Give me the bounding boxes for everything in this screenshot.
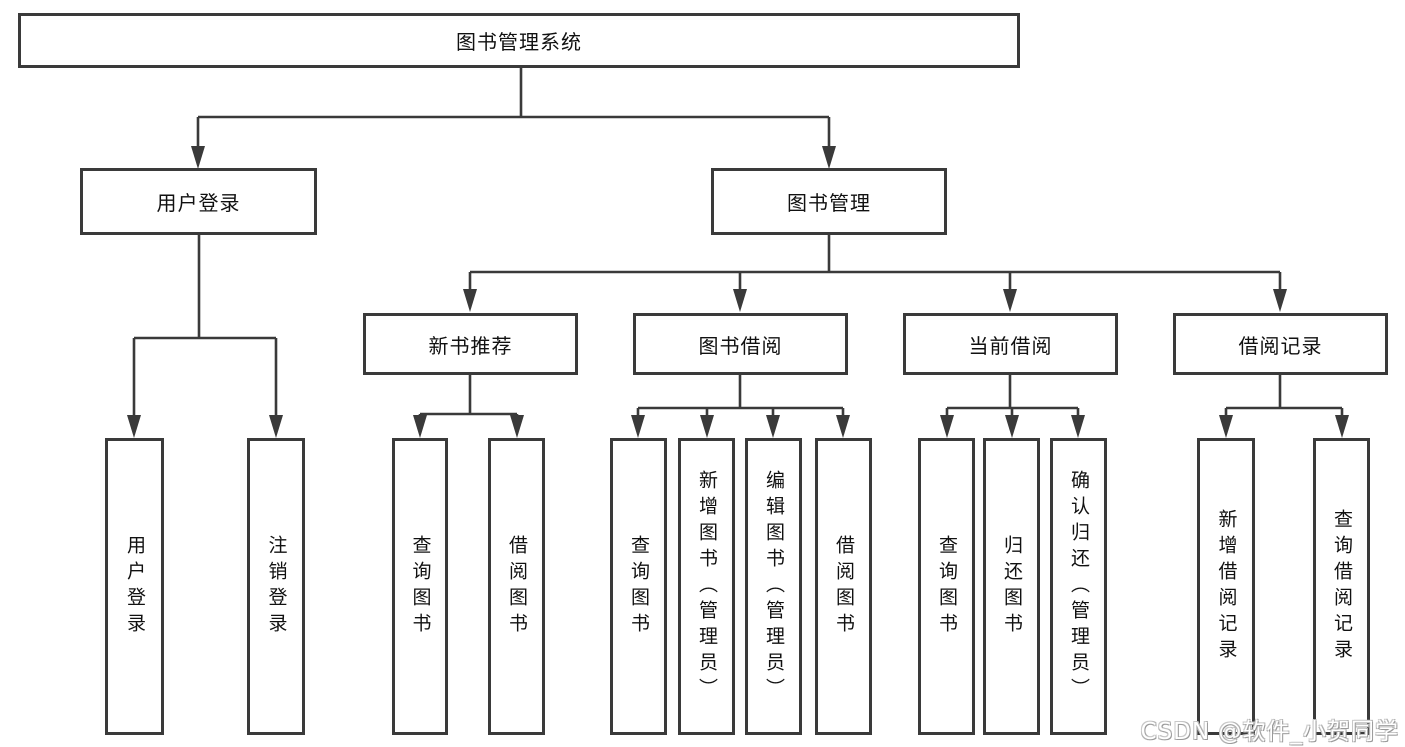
arrowhead-icon: [822, 146, 836, 169]
leaf-confirm-return-admin: 确认归还（管理员）: [1050, 438, 1107, 735]
arrowhead-icon: [1335, 415, 1349, 438]
leaf-query-borrow-record: 查询借阅记录: [1313, 438, 1370, 735]
leaf-add-borrow-record: 新增借阅记录: [1197, 438, 1255, 735]
arrowhead-icon: [1273, 289, 1287, 312]
arrowhead-icon: [191, 146, 205, 169]
leaf-user-login: 用户登录: [105, 438, 164, 735]
connector-book-mgmt: [468, 235, 1282, 294]
arrowhead-icon: [631, 415, 645, 438]
leaf-return-book: 归还图书: [983, 438, 1040, 735]
leaf-borrow-book-2: 借阅图书: [815, 438, 872, 735]
connector-root: [196, 67, 831, 150]
leaf-query-book-1: 查询图书: [392, 438, 448, 735]
node-user-login: 用户登录: [80, 168, 317, 235]
arrowhead-icon: [463, 289, 477, 312]
connector-new-book: [418, 375, 519, 421]
node-book-borrow: 图书借阅: [633, 313, 848, 375]
arrowhead-icon: [700, 415, 714, 438]
leaf-edit-book-admin: 编辑图书（管理员）: [745, 438, 802, 735]
leaf-add-book-admin: 新增图书（管理员）: [678, 438, 735, 735]
node-new-book-recommend: 新书推荐: [363, 313, 578, 375]
arrowhead-icon: [836, 415, 850, 438]
leaf-logout: 注销登录: [247, 438, 305, 735]
node-root: 图书管理系统: [18, 13, 1020, 68]
arrowhead-icon: [269, 415, 283, 438]
arrowhead-icon: [413, 415, 427, 438]
arrowhead-icon: [1005, 415, 1019, 438]
connector-borrow-record: [1224, 375, 1344, 421]
arrowhead-icon: [510, 415, 524, 438]
node-book-management: 图书管理: [711, 168, 947, 235]
arrowhead-icon: [1003, 289, 1017, 312]
arrowhead-icon: [1071, 415, 1085, 438]
leaf-query-book-2: 查询图书: [610, 438, 667, 735]
arrowhead-icon: [766, 415, 780, 438]
arrowhead-icon: [1219, 415, 1233, 438]
node-current-borrow: 当前借阅: [903, 313, 1118, 375]
connector-user-login: [132, 235, 278, 419]
leaf-query-book-3: 查询图书: [918, 438, 975, 735]
connector-book-borrow: [636, 375, 845, 421]
arrowhead-icon: [940, 415, 954, 438]
csdn-watermark: CSDN @软件_小贺同学: [1140, 719, 1399, 745]
arrowhead-icon: [733, 289, 747, 312]
node-borrow-record: 借阅记录: [1173, 313, 1388, 375]
leaf-borrow-book-1: 借阅图书: [488, 438, 545, 735]
connector-current-borrow: [945, 375, 1080, 421]
arrowhead-icon: [127, 415, 141, 438]
